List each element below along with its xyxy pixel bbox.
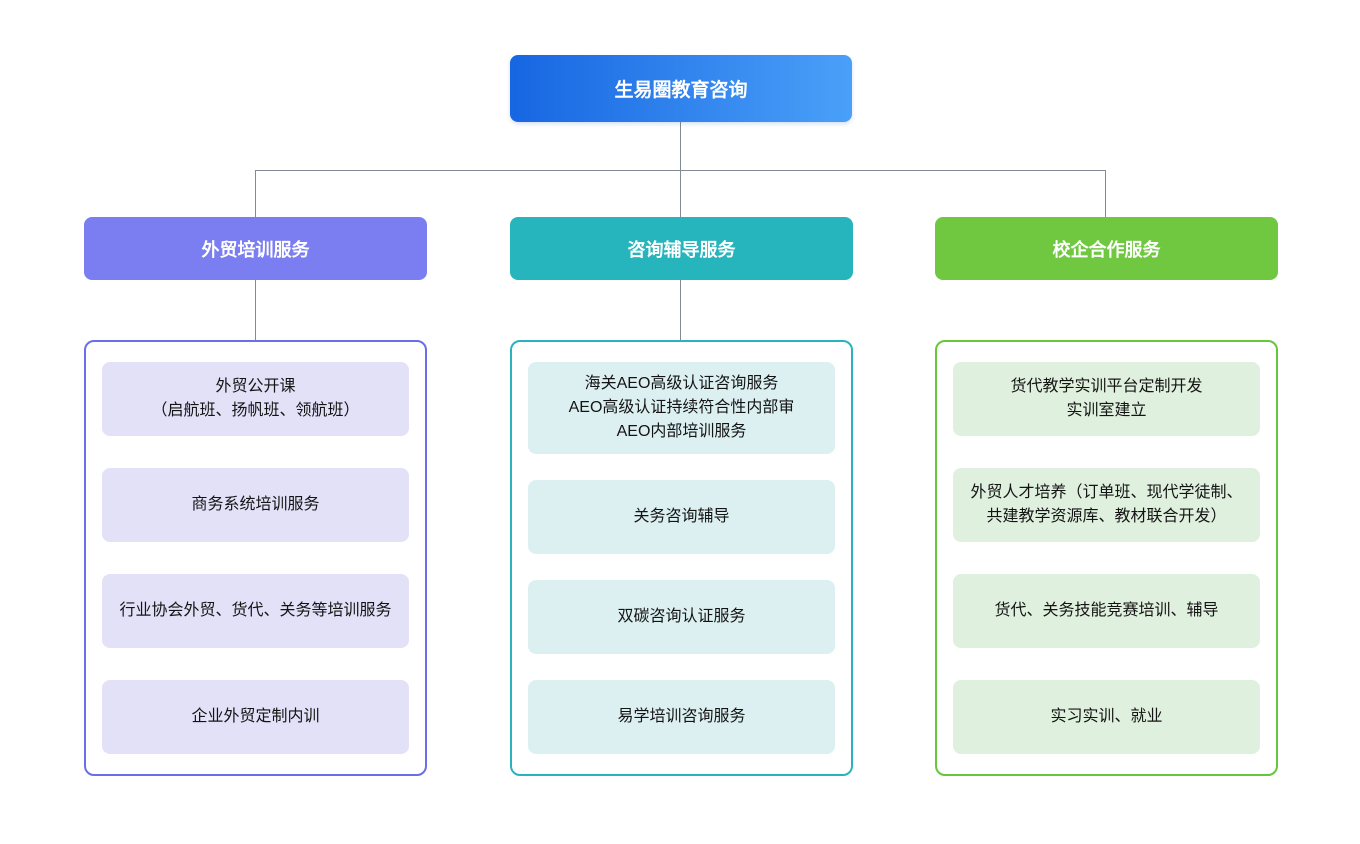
branch-header-label: 校企合作服务 bbox=[1052, 239, 1161, 260]
leaf-node: 易学培训咨询服务 bbox=[528, 680, 835, 754]
leaf-node: 行业协会外贸、货代、关务等培训服务 bbox=[102, 574, 409, 648]
leaf-node: 货代教学实训平台定制开发 实训室建立 bbox=[953, 362, 1260, 436]
leaf-node: 外贸人才培养（订单班、现代学徒制、共建教学资源库、教材联合开发） bbox=[953, 468, 1260, 542]
leaf-node: 实习实训、就业 bbox=[953, 680, 1260, 754]
branch-header-school-enterprise: 校企合作服务 bbox=[935, 217, 1278, 280]
branch-header-foreign-trade-training: 外贸培训服务 bbox=[84, 217, 427, 280]
leaf-node: 海关AEO高级认证咨询服务 AEO高级认证持续符合性内部审 AEO内部培训服务 bbox=[528, 362, 835, 454]
branch-header-label: 外贸培训服务 bbox=[201, 239, 310, 260]
leaf-node: 双碳咨询认证服务 bbox=[528, 580, 835, 654]
connector-branch3-down bbox=[1105, 170, 1106, 217]
leaf-node: 外贸公开课 （启航班、扬帆班、领航班） bbox=[102, 362, 409, 436]
group-foreign-trade-training: 外贸公开课 （启航班、扬帆班、领航班） 商务系统培训服务 行业协会外贸、货代、关… bbox=[84, 340, 427, 776]
group-consulting-coaching: 海关AEO高级认证咨询服务 AEO高级认证持续符合性内部审 AEO内部培训服务 … bbox=[510, 340, 853, 776]
leaf-node: 货代、关务技能竞赛培训、辅导 bbox=[953, 574, 1260, 648]
connector-branch2-down bbox=[680, 170, 681, 217]
root-node-label: 生易圈教育咨询 bbox=[614, 80, 748, 101]
branch-header-label: 咨询辅导服务 bbox=[627, 239, 736, 260]
connector-branch1-to-group bbox=[255, 280, 256, 340]
leaf-node: 关务咨询辅导 bbox=[528, 480, 835, 554]
leaf-node: 企业外贸定制内训 bbox=[102, 680, 409, 754]
connector-branch1-down bbox=[255, 170, 256, 217]
root-node: 生易圈教育咨询 bbox=[510, 55, 852, 122]
connector-branch2-to-group bbox=[680, 280, 681, 340]
branch-header-consulting-coaching: 咨询辅导服务 bbox=[510, 217, 853, 280]
group-school-enterprise: 货代教学实训平台定制开发 实训室建立 外贸人才培养（订单班、现代学徒制、共建教学… bbox=[935, 340, 1278, 776]
leaf-node: 商务系统培训服务 bbox=[102, 468, 409, 542]
connector-root-down bbox=[680, 122, 681, 170]
